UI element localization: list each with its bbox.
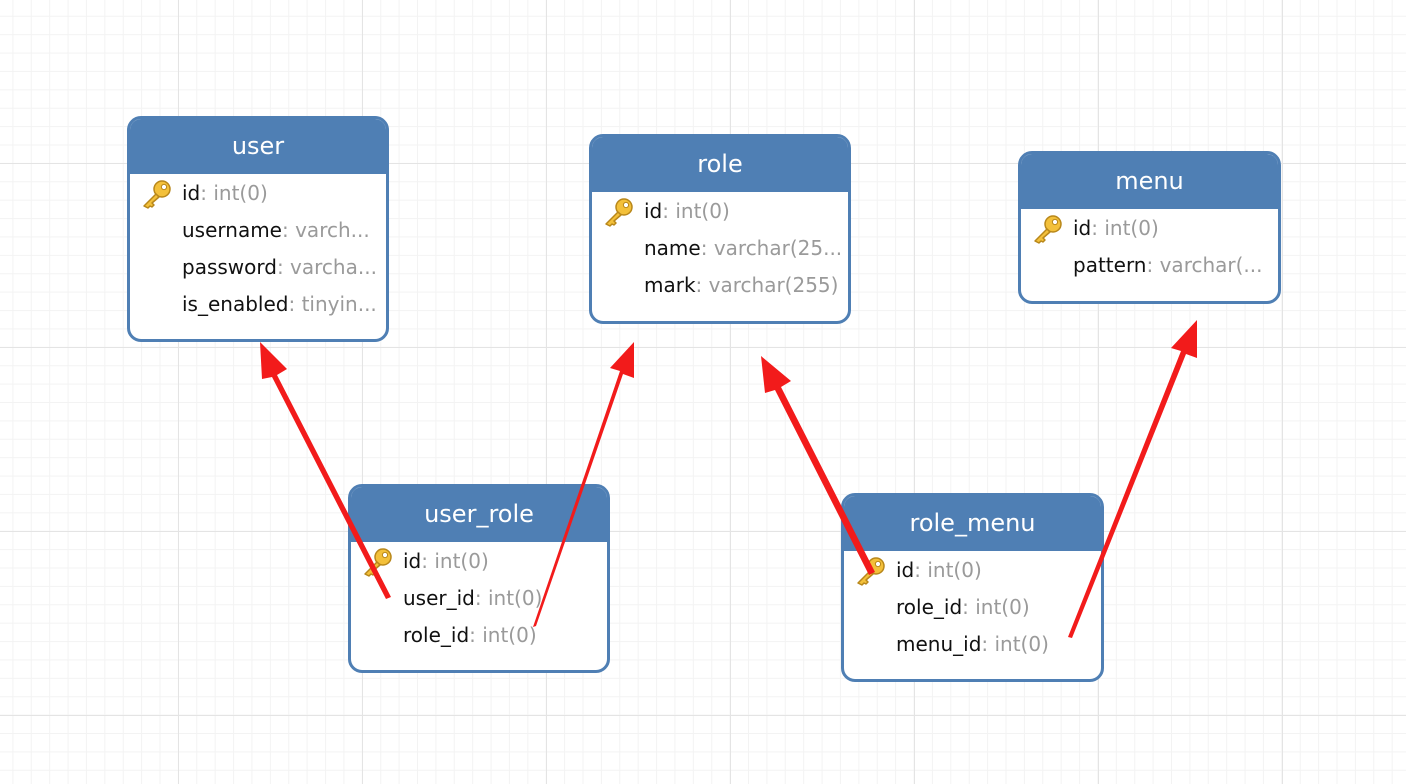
field-role-id[interactable]: id: int(0): [592, 193, 848, 230]
table-user[interactable]: user id: int(0) username: varch... passw…: [127, 116, 389, 342]
field-type: : varch...: [282, 218, 370, 242]
field-type: : varchar(25...: [700, 236, 843, 260]
field-name: name: [644, 236, 701, 260]
field-menu-pattern[interactable]: pattern: varchar(...: [1021, 247, 1278, 284]
field-name: pattern: [1073, 253, 1147, 277]
field-name: id: [644, 199, 663, 223]
field-type: : varchar(255): [695, 273, 839, 297]
field-role-mark[interactable]: mark: varchar(255): [592, 267, 848, 304]
field-type: : int(0): [474, 586, 543, 610]
field-type: : int(0): [962, 595, 1030, 619]
field-role-name[interactable]: name: varchar(25...: [592, 230, 848, 267]
key-icon: [361, 547, 393, 577]
field-name: is_enabled: [182, 292, 289, 316]
field-name: password: [182, 255, 277, 279]
field-type: : varchar(...: [1146, 253, 1263, 277]
field-role-menu-menu-id[interactable]: menu_id: int(0): [844, 626, 1101, 663]
field-type: : int(0): [200, 181, 268, 205]
key-icon: [140, 179, 172, 209]
field-type: : int(0): [421, 549, 489, 573]
field-user-role-user-id[interactable]: user_id: int(0): [351, 580, 607, 617]
field-type: : varcha...: [276, 255, 377, 279]
key-icon: [602, 197, 634, 227]
field-type: : int(0): [981, 632, 1049, 656]
table-header-user-role: user_role: [351, 487, 607, 542]
field-user-id[interactable]: id: int(0): [130, 175, 386, 212]
table-header-menu: menu: [1021, 154, 1278, 209]
field-name: mark: [644, 273, 696, 297]
field-user-is-enabled[interactable]: is_enabled: tinyin...: [130, 286, 386, 323]
table-header-user: user: [130, 119, 386, 174]
field-name: id: [1073, 216, 1092, 240]
key-icon: [1031, 214, 1063, 244]
table-menu[interactable]: menu id: int(0) pattern: varchar(...: [1018, 151, 1281, 304]
field-name: id: [403, 549, 422, 573]
field-role-menu-role-id[interactable]: role_id: int(0): [844, 589, 1101, 626]
field-type: : int(0): [662, 199, 730, 223]
table-role[interactable]: role id: int(0) name: varchar(25... mark…: [589, 134, 851, 324]
field-type: : int(0): [914, 558, 982, 582]
field-user-password[interactable]: password: varcha...: [130, 249, 386, 286]
field-name: role_id: [896, 595, 963, 619]
key-icon: [854, 556, 886, 586]
table-role-menu[interactable]: role_menu id: int(0) role_id: int(0) men…: [841, 493, 1104, 682]
table-user-role[interactable]: user_role id: int(0) user_id: int(0) rol…: [348, 484, 610, 673]
field-name: menu_id: [896, 632, 982, 656]
field-type: : tinyin...: [288, 292, 377, 316]
field-role-menu-id[interactable]: id: int(0): [844, 552, 1101, 589]
field-menu-id[interactable]: id: int(0): [1021, 210, 1278, 247]
field-user-role-id[interactable]: id: int(0): [351, 543, 607, 580]
table-header-role: role: [592, 137, 848, 192]
field-name: role_id: [403, 623, 470, 647]
field-user-username[interactable]: username: varch...: [130, 212, 386, 249]
field-name: id: [896, 558, 915, 582]
table-header-role-menu: role_menu: [844, 496, 1101, 551]
field-type: : int(0): [469, 623, 537, 647]
field-user-role-role-id[interactable]: role_id: int(0): [351, 617, 607, 654]
field-name: id: [182, 181, 201, 205]
field-name: username: [182, 218, 282, 242]
field-name: user_id: [403, 586, 475, 610]
field-type: : int(0): [1091, 216, 1159, 240]
